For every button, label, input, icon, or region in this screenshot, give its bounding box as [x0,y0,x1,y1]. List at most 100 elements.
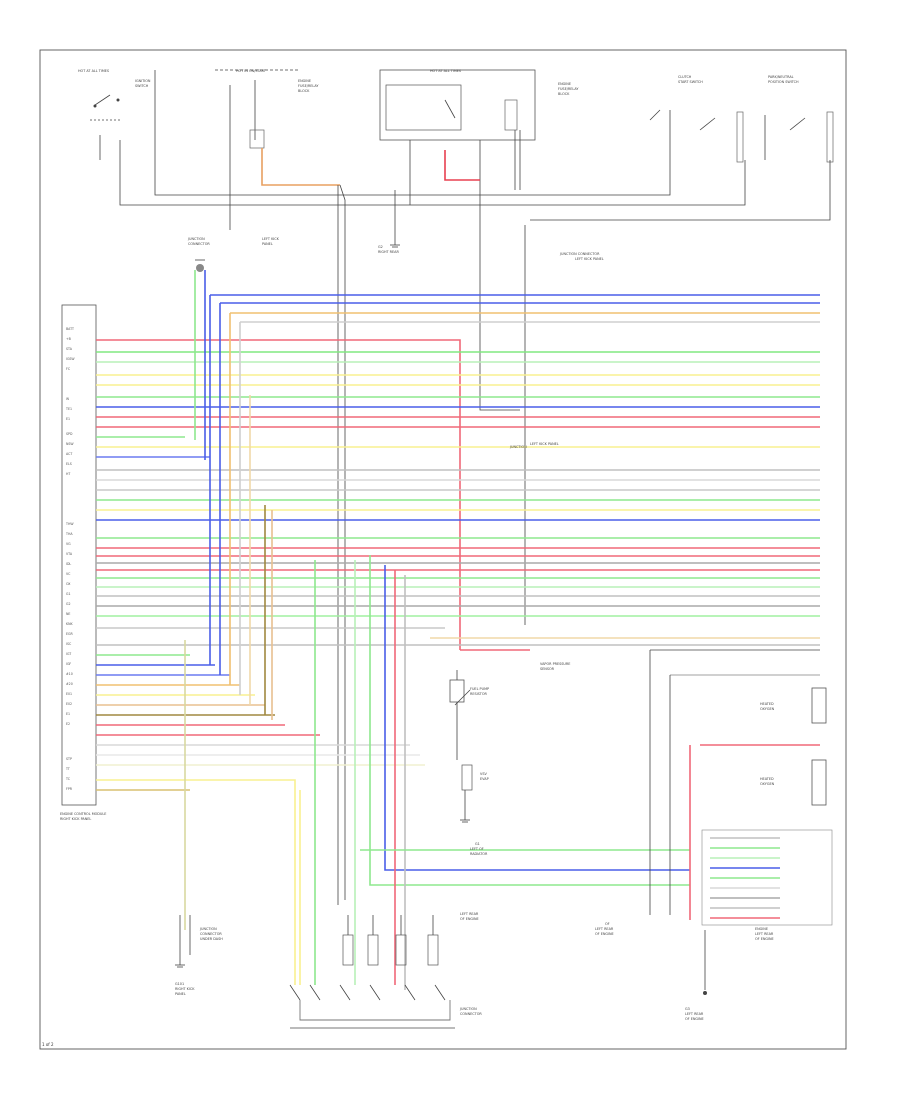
page-number: 1 of 2 [42,1042,54,1047]
svg-text:START SWITCH: START SWITCH [678,80,703,84]
svg-text:ENGINE CONTROL MODULE: ENGINE CONTROL MODULE [60,812,106,816]
horizontal-wires [96,294,820,985]
svg-text:JUNCTION CONNECTOR: JUNCTION CONNECTOR [559,252,600,256]
svg-text:G101: G101 [175,982,184,986]
svg-text:THW: THW [65,522,74,526]
svg-text:JUNCTION: JUNCTION [199,927,217,931]
svg-text:OF ENGINE: OF ENGINE [755,937,774,941]
clutch-switch [649,109,744,180]
svg-text:IDL: IDL [66,562,71,566]
svg-text:FUSE/RELAY: FUSE/RELAY [558,87,579,91]
park-neutral-switch [764,111,834,163]
svg-text:JUNCTION: JUNCTION [187,237,205,241]
svg-text:FUEL PUMP: FUEL PUMP [470,687,489,691]
svg-text:EGR: EGR [66,632,73,636]
svg-text:JUNCTION: JUNCTION [509,445,527,449]
svg-text:CONNECTOR: CONNECTOR [460,1012,482,1016]
svg-text:G3: G3 [685,1007,690,1011]
svg-text:SPD: SPD [66,432,73,436]
svg-text:HEATED: HEATED [760,777,774,781]
svg-text:BLOCK: BLOCK [558,92,570,96]
vapor-pressure-sensor [449,649,530,823]
svg-text:UNDER DASH: UNDER DASH [200,937,223,941]
svg-text:LEFT KICK: LEFT KICK [262,237,280,241]
svg-text:CLUTCH: CLUTCH [678,75,692,79]
svg-text:LEFT REAR: LEFT REAR [595,927,614,931]
svg-text:E2: E2 [66,722,70,726]
svg-text:NSW: NSW [66,442,74,446]
svg-text:OXYGEN: OXYGEN [760,782,775,786]
svg-text:VG: VG [66,542,71,546]
svg-text:LEFT REAR: LEFT REAR [460,912,479,916]
svg-text:VC: VC [66,572,71,576]
svg-text:SWITCH: SWITCH [135,84,149,88]
fuel-injectors [289,984,455,1029]
svg-text:HT: HT [66,472,70,476]
svg-text:JUNCTION: JUNCTION [459,1007,477,1011]
svg-text:W: W [66,397,70,401]
svg-text:RADIATOR: RADIATOR [470,852,488,856]
svg-text:TT: TT [65,767,70,771]
diagram-border [39,49,847,1050]
junction-connector-left [175,915,191,968]
svg-text:IGF: IGF [66,662,71,666]
svg-text:TE1: TE1 [65,407,72,411]
ignition-coils [342,915,439,966]
svg-text:HOT AT ALL TIMES: HOT AT ALL TIMES [430,69,461,73]
svg-text:ACT: ACT [66,452,72,456]
svg-text:LEFT REAR: LEFT REAR [685,1012,704,1016]
svg-text:NE: NE [66,612,70,616]
svg-text:HEATED: HEATED [760,702,774,706]
svg-text:TC: TC [65,777,71,781]
svg-text:G1: G1 [66,592,71,596]
svg-text:OF ENGINE: OF ENGINE [460,917,479,921]
svg-text:VTA: VTA [66,552,73,556]
svg-text:SENSOR: SENSOR [540,667,555,671]
svg-text:LEFT REAR: LEFT REAR [755,932,774,936]
svg-text:CONNECTOR: CONNECTOR [200,932,222,936]
svg-text:HOT IN ON/START: HOT IN ON/START [236,69,267,73]
svg-text:BLOCK: BLOCK [298,89,310,93]
svg-text:FPR: FPR [66,787,73,791]
svg-text:LEFT KICK PANEL: LEFT KICK PANEL [530,442,559,446]
svg-text:#10: #10 [66,672,73,676]
svg-text:IGSW: IGSW [66,357,75,361]
svg-text:BATT: BATT [66,327,74,331]
svg-text:E02: E02 [66,702,72,706]
svg-text:G2: G2 [378,245,383,249]
svg-text:RESISTOR: RESISTOR [470,692,488,696]
svg-text:E01: E01 [66,692,72,696]
heated-oxygen-sensors [701,687,833,926]
svg-text:ELS: ELS [66,462,72,466]
ground-g1 [390,240,400,248]
svg-text:HOT AT ALL TIMES: HOT AT ALL TIMES [78,69,109,73]
svg-text:ENGINE: ENGINE [558,82,571,86]
ignition-switch [90,70,156,190]
svg-text:FUSE/RELAY: FUSE/RELAY [298,84,319,88]
main-relay-box [379,69,536,190]
svg-text:G2: G2 [66,602,71,606]
svg-text:#20: #20 [66,682,73,686]
junction-connector-top [195,259,205,272]
ground-g3 [703,930,707,995]
engine-control-module [61,304,97,806]
svg-text:G1: G1 [475,842,480,846]
svg-text:THA: THA [65,532,73,536]
svg-text:ENGINE: ENGINE [755,927,768,931]
svg-text:OXYGEN: OXYGEN [760,707,775,711]
svg-text:RIGHT REAR: RIGHT REAR [378,250,399,254]
svg-text:PANEL: PANEL [262,242,273,246]
svg-text:ENGINE: ENGINE [298,79,311,83]
svg-text:EVAP: EVAP [480,777,489,781]
svg-text:PARK/NEUTRAL: PARK/NEUTRAL [768,75,794,79]
svg-text:OF: OF [605,922,610,926]
ecm-pin-labels: BATT +B STA IGSW FC W TE1 E1 SPD NSW ACT… [65,327,75,791]
fuse-block [215,69,300,230]
svg-text:STA: STA [66,347,73,351]
connector-labels: HOT AT ALL TIMES IGNITION SWITCH HOT IN … [60,69,799,1021]
svg-text:FC: FC [66,367,71,371]
svg-text:OX: OX [66,582,71,586]
svg-text:LEFT KICK PANEL: LEFT KICK PANEL [575,257,604,261]
svg-text:PANEL: PANEL [175,992,186,996]
